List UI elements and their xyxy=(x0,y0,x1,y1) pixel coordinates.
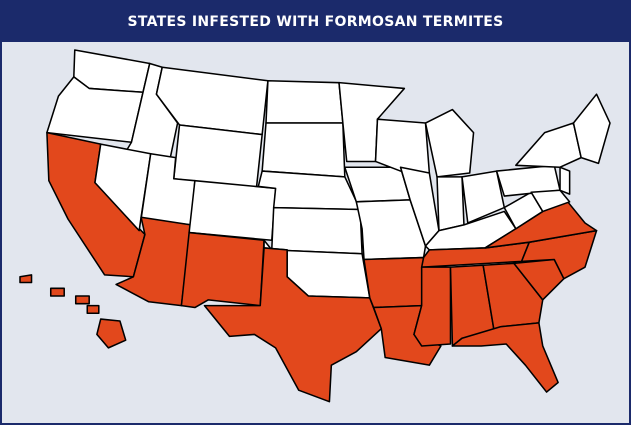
state-north-dakota xyxy=(265,79,344,124)
us-map xyxy=(19,49,611,403)
map-area xyxy=(2,42,629,423)
state-new-mexico xyxy=(180,231,265,309)
title-bar: STATES INFESTED WITH FORMOSAN TERMITES xyxy=(2,2,629,42)
state-hawaii-4 xyxy=(86,304,100,315)
state-new-york xyxy=(515,122,582,169)
state-arkansas xyxy=(363,256,425,309)
state-texas xyxy=(203,247,383,403)
state-kansas xyxy=(270,206,363,255)
state-michigan xyxy=(424,108,475,178)
state-new-jersey xyxy=(559,166,571,195)
state-maryland xyxy=(530,189,571,213)
state-wyoming xyxy=(172,124,263,190)
state-nevada xyxy=(94,143,152,232)
state-south-dakota xyxy=(261,122,346,178)
state-hawaii xyxy=(96,318,127,349)
state-colorado xyxy=(188,179,277,242)
map-title: STATES INFESTED WITH FORMOSAN TERMITES xyxy=(127,14,504,30)
state-hawaii-3 xyxy=(74,295,90,305)
state-wisconsin xyxy=(374,118,431,174)
state-hawaii-2 xyxy=(49,287,65,297)
state-florida xyxy=(451,322,559,393)
state-indiana xyxy=(436,176,465,232)
state-hawaii-1 xyxy=(19,274,33,284)
state-new-england xyxy=(572,93,611,165)
state-iowa xyxy=(344,166,411,203)
